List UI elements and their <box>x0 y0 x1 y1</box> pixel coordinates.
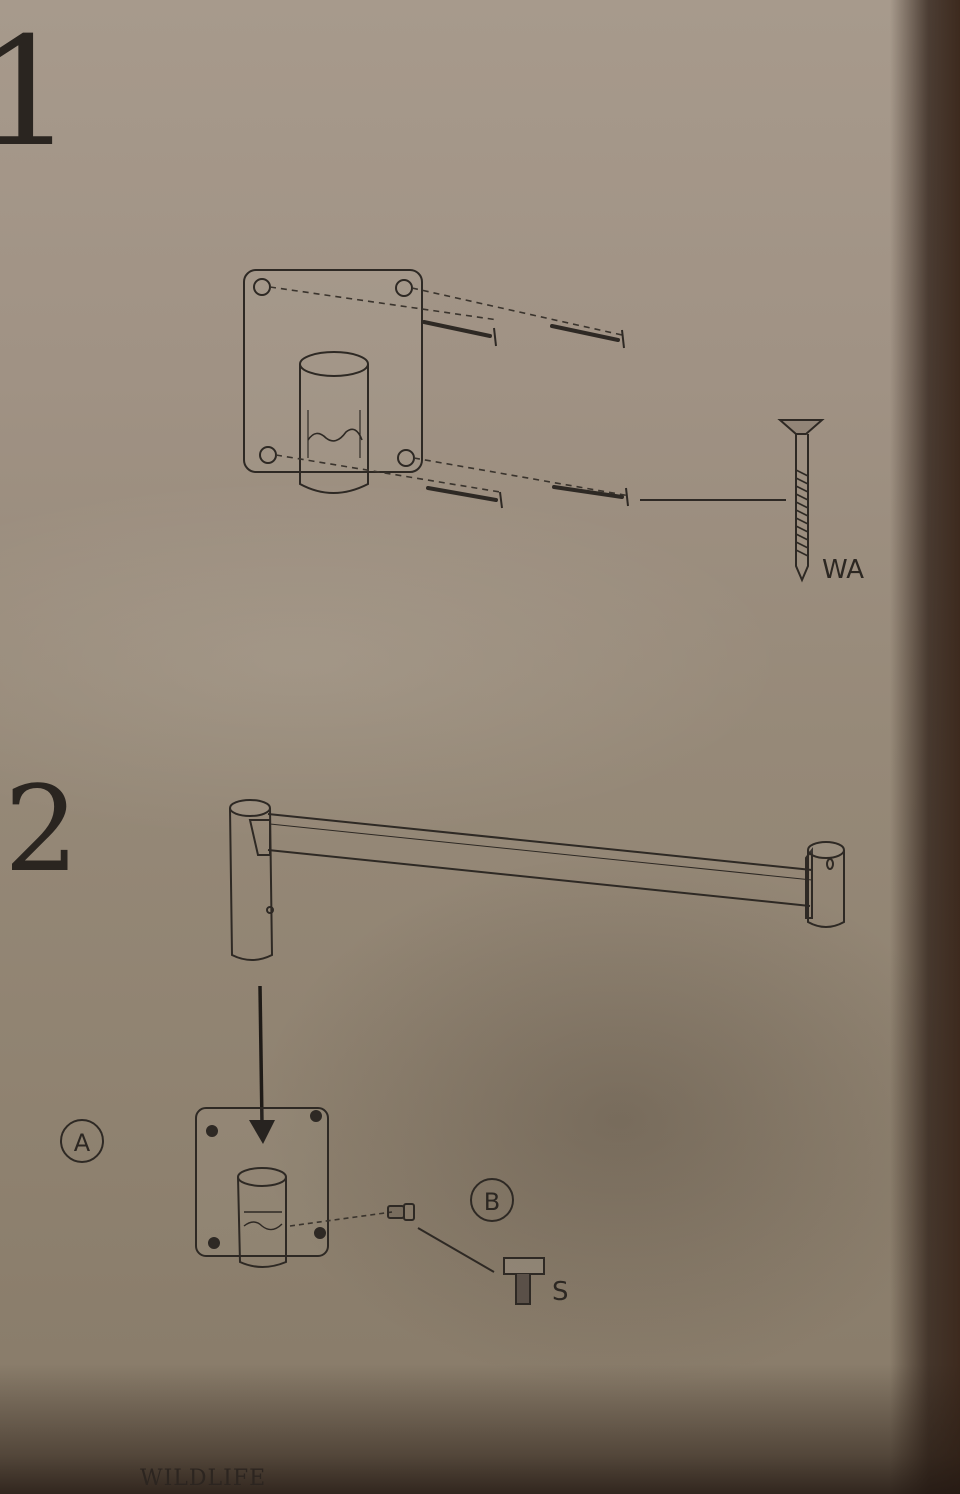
screw-guide-lines <box>269 286 631 497</box>
wall-plate-step1-icon <box>243 269 423 494</box>
footer-brand-text: WILDLIFE <box>140 1466 267 1491</box>
small-screw-icon <box>387 1203 415 1221</box>
page-edge-shadow <box>890 0 960 1494</box>
down-arrow-icon <box>249 985 275 1144</box>
callout-b-label: B <box>484 1188 500 1216</box>
screw-heads-icon <box>493 327 629 509</box>
swing-arm-icon <box>229 799 845 961</box>
callout-b-badge: B <box>470 1178 514 1222</box>
set-screw-guide-line <box>289 1211 393 1227</box>
wall-plate-step2-icon <box>195 1107 329 1268</box>
wa-label: WA <box>822 555 864 585</box>
callout-a-label: A <box>74 1129 91 1157</box>
page-bottom-shadow <box>0 1364 960 1494</box>
bolt-leader-line <box>417 1227 495 1273</box>
step-1-number: 1 <box>0 6 74 180</box>
wa-screw-icon <box>777 419 825 583</box>
bolt-s-label: S <box>552 1277 569 1307</box>
callout-a-badge: A <box>60 1119 104 1163</box>
screws-step1-icon <box>422 320 624 502</box>
step-2-number: 2 <box>4 760 80 898</box>
hex-bolt-icon <box>503 1257 545 1305</box>
